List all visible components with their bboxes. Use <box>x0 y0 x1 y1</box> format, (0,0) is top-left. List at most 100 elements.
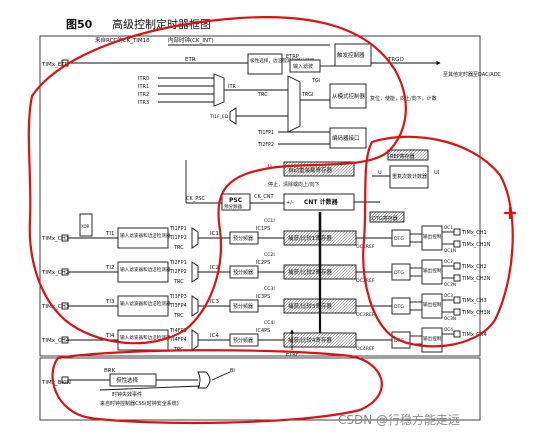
ch4-fp2-label: TI4FP4 <box>169 337 187 343</box>
ch3-oc-label: OC3 <box>444 293 453 298</box>
ch2-fp1-label: TI2FP1 <box>169 260 187 266</box>
ch4-ccr-text: 捕获/比较4寄存器 <box>288 336 332 344</box>
repetition-counter-text: 重复次数计数器 <box>392 173 427 180</box>
bi-label: BI <box>230 368 235 374</box>
ch3-input-mux <box>191 295 199 317</box>
xor-label: XOR <box>81 224 90 229</box>
ch2-fp2-label: TI2FP2 <box>169 269 187 275</box>
rep-register <box>387 149 429 161</box>
u-label-top: U <box>268 164 272 170</box>
ch1-ti-label: TI1 <box>105 231 114 237</box>
stop-clear-text: 停止，清除或向上/向下 <box>268 181 320 188</box>
ch2-pin-label: TIMx_CH2 <box>41 270 69 276</box>
psc-label: PSC <box>229 197 243 204</box>
etrp-prescaler-text: 极性选择，边沿检测和预分频器 <box>250 57 315 64</box>
ch1-trc-label: TRC <box>173 245 184 251</box>
ch3-ic-label: IC3 <box>210 299 219 305</box>
slave-mode-controller-box <box>329 83 367 109</box>
ch4-input-mux <box>191 329 199 351</box>
ch2-cci-label: CC2I <box>264 252 275 258</box>
ch1-prescaler-text: 预分频器 <box>233 235 253 242</box>
auto-reload-text: 自动重装载寄存器 <box>288 166 333 174</box>
trigger-mux <box>287 75 301 133</box>
plus-minus-label: +/- <box>286 200 294 206</box>
itr-mux <box>213 73 225 107</box>
ch3-trc-label: TRC <box>173 313 184 319</box>
dtg-register-text: DTG寄存器 <box>372 215 398 222</box>
ch1-output-control-text: 输出控制 <box>423 233 442 240</box>
trc-trig-label: TRC <box>257 92 268 98</box>
itr2-label: ITR2 <box>138 92 149 98</box>
ch1-output-control-box <box>421 225 443 251</box>
ch3-cci-label: CC3I <box>264 286 275 292</box>
encoder-interface-text: 编码器接口 <box>332 134 360 142</box>
slave-mode-controller-text: 从模式控制器 <box>332 92 366 100</box>
u-label-rep: U <box>378 170 382 176</box>
ch3-pin-label: TIMx_CH3 <box>41 304 70 310</box>
ch3-outn-pin-pad <box>453 308 461 316</box>
itr0-label: ITR0 <box>138 76 149 82</box>
ch1-ocn-label: OC1N <box>444 248 456 253</box>
ch1-ocref-label: OC1REF <box>356 244 375 250</box>
psc-sub-label: 预分频器 <box>224 203 242 210</box>
ch4-out-pin-label: TIMx_CH4 <box>461 332 487 338</box>
ch3-output-control-box <box>421 293 443 319</box>
ch4-ic-label: IC4 <box>210 333 219 339</box>
figure-title: 高级控制定时器框图 <box>112 17 211 31</box>
dtg-register <box>369 211 405 223</box>
ck-cnt-label: CK_CNT <box>254 194 275 200</box>
diagram-frame <box>39 35 481 357</box>
ch2-output-control-box <box>421 259 443 285</box>
etrp-prescaler-box <box>247 53 283 75</box>
itr3-label: ITR3 <box>138 100 149 106</box>
ch1-dtg-label: DTG <box>394 236 404 242</box>
etrf-label: ETRF <box>286 352 299 358</box>
ch2-out-pin-pad <box>453 262 461 270</box>
ch4-output-control-text: 输出控制 <box>423 335 442 342</box>
ch3-dtg-box <box>391 297 411 315</box>
ck-psc-label: CK_PSC <box>186 196 205 202</box>
reset-enable-text: 复位，使能，向上/向下，计数 <box>370 95 437 102</box>
cnt-label: CNT 计数器 <box>304 198 339 206</box>
etr-label: ETR <box>185 57 196 63</box>
ch4-filter-box <box>117 329 169 351</box>
trgo-destination: 至其他定时器至DAC/ADC <box>443 71 502 78</box>
psc-box <box>221 193 251 211</box>
brk-label: BRK <box>104 368 116 374</box>
input-filter-text: 输入滤波 <box>293 63 313 70</box>
ch3-ccr-text: 捕获/比较3寄存器 <box>288 302 332 310</box>
ti1f-ed-gate <box>229 107 237 125</box>
ch1-ccr-text: 捕获/比较1寄存器 <box>288 234 332 242</box>
ch1-cci-label: CC1I <box>264 218 275 224</box>
ch3-fp2-label: TI3FP4 <box>169 303 187 309</box>
ch2-out-pin-label: TIMx_CH2 <box>461 264 487 270</box>
bkin-pin-label: TIMx_BKIN <box>41 380 71 386</box>
itr-lines <box>158 77 214 103</box>
ch3-ti-label: TI3 <box>105 299 115 305</box>
ch1-oc-label: OC1 <box>444 225 453 230</box>
ch2-ocn-label: OC2N <box>444 282 456 287</box>
ch2-outn-pin-pad <box>453 274 461 282</box>
itr1-label: ITR1 <box>138 84 149 90</box>
ch4-cci-label: CC4I <box>264 320 275 326</box>
trgo-label: TRGO <box>387 57 404 63</box>
or-gate <box>197 371 211 389</box>
ch2-prescaler-text: 预分频器 <box>233 269 253 276</box>
css-source-text: 来自时钟控制器CSS(时钟安全系统) <box>100 400 179 407</box>
ch2-ti-label: TI2 <box>105 265 114 271</box>
ch2-outn-pin-label: TIMx_CH2N <box>461 276 491 282</box>
ch2-dtg-label: DTG <box>394 270 404 276</box>
ch3-ocref-label: OC3REF <box>356 312 375 318</box>
ch2-trc-label: TRC <box>173 279 184 285</box>
ch1-out-pin-pad <box>453 228 461 236</box>
ch4-ti-label: TI4 <box>105 333 115 339</box>
ch3-out-pin-pad <box>453 296 461 304</box>
ch2-ic-label: IC2 <box>210 265 219 271</box>
xor-gate <box>79 213 93 237</box>
ch3-dtg-label: DTG <box>394 304 404 310</box>
tgi-label: TGI <box>311 78 320 84</box>
ch1-pin-label: TIMx_CH1 <box>41 236 69 242</box>
ui-label: UI <box>434 170 439 176</box>
ch2-dtg-box <box>391 263 411 281</box>
